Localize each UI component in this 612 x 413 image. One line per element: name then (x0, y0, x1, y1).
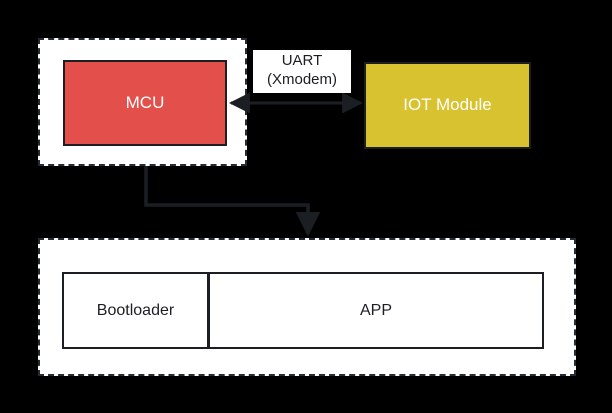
uart-label-line1: UART (281, 52, 323, 69)
bootloader-block-label: Bootloader (96, 301, 175, 319)
firmware-download-arrow (144, 166, 321, 237)
app-block[interactable]: APP (208, 272, 544, 349)
iot-module-block-label: IOT Module (403, 95, 492, 115)
app-block-label: APP (359, 301, 392, 319)
mcu-block-label: MCU (125, 92, 165, 112)
bootloader-block[interactable]: Bootloader (62, 272, 209, 349)
uart-label-line2: (Xmodem) (266, 70, 337, 88)
mcu-block[interactable]: MCU (63, 60, 227, 146)
iot-module-block[interactable]: IOT Module (364, 62, 531, 149)
uart-connector-label: UART (Xmodem) (253, 50, 351, 93)
